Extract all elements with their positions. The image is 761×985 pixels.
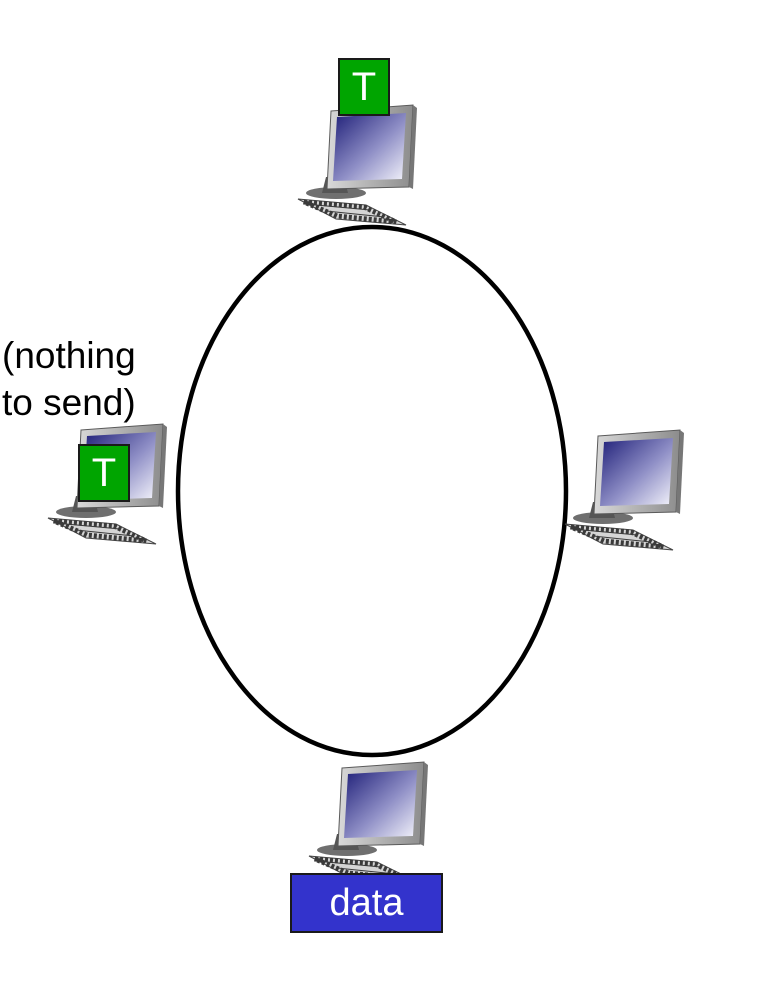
ring-network	[175, 224, 569, 758]
data-frame-box: data	[290, 873, 443, 933]
host-top-computer-icon[interactable]	[298, 105, 417, 225]
host-right-computer-icon[interactable]	[565, 430, 684, 550]
token-left: T	[78, 444, 130, 502]
host-bottom-computer-icon[interactable]	[309, 762, 428, 882]
token-top: T	[338, 58, 390, 116]
note-line-2: to send)	[2, 382, 136, 423]
nothing-to-send-label: (nothing to send)	[2, 332, 136, 426]
note-line-1: (nothing	[2, 335, 136, 376]
